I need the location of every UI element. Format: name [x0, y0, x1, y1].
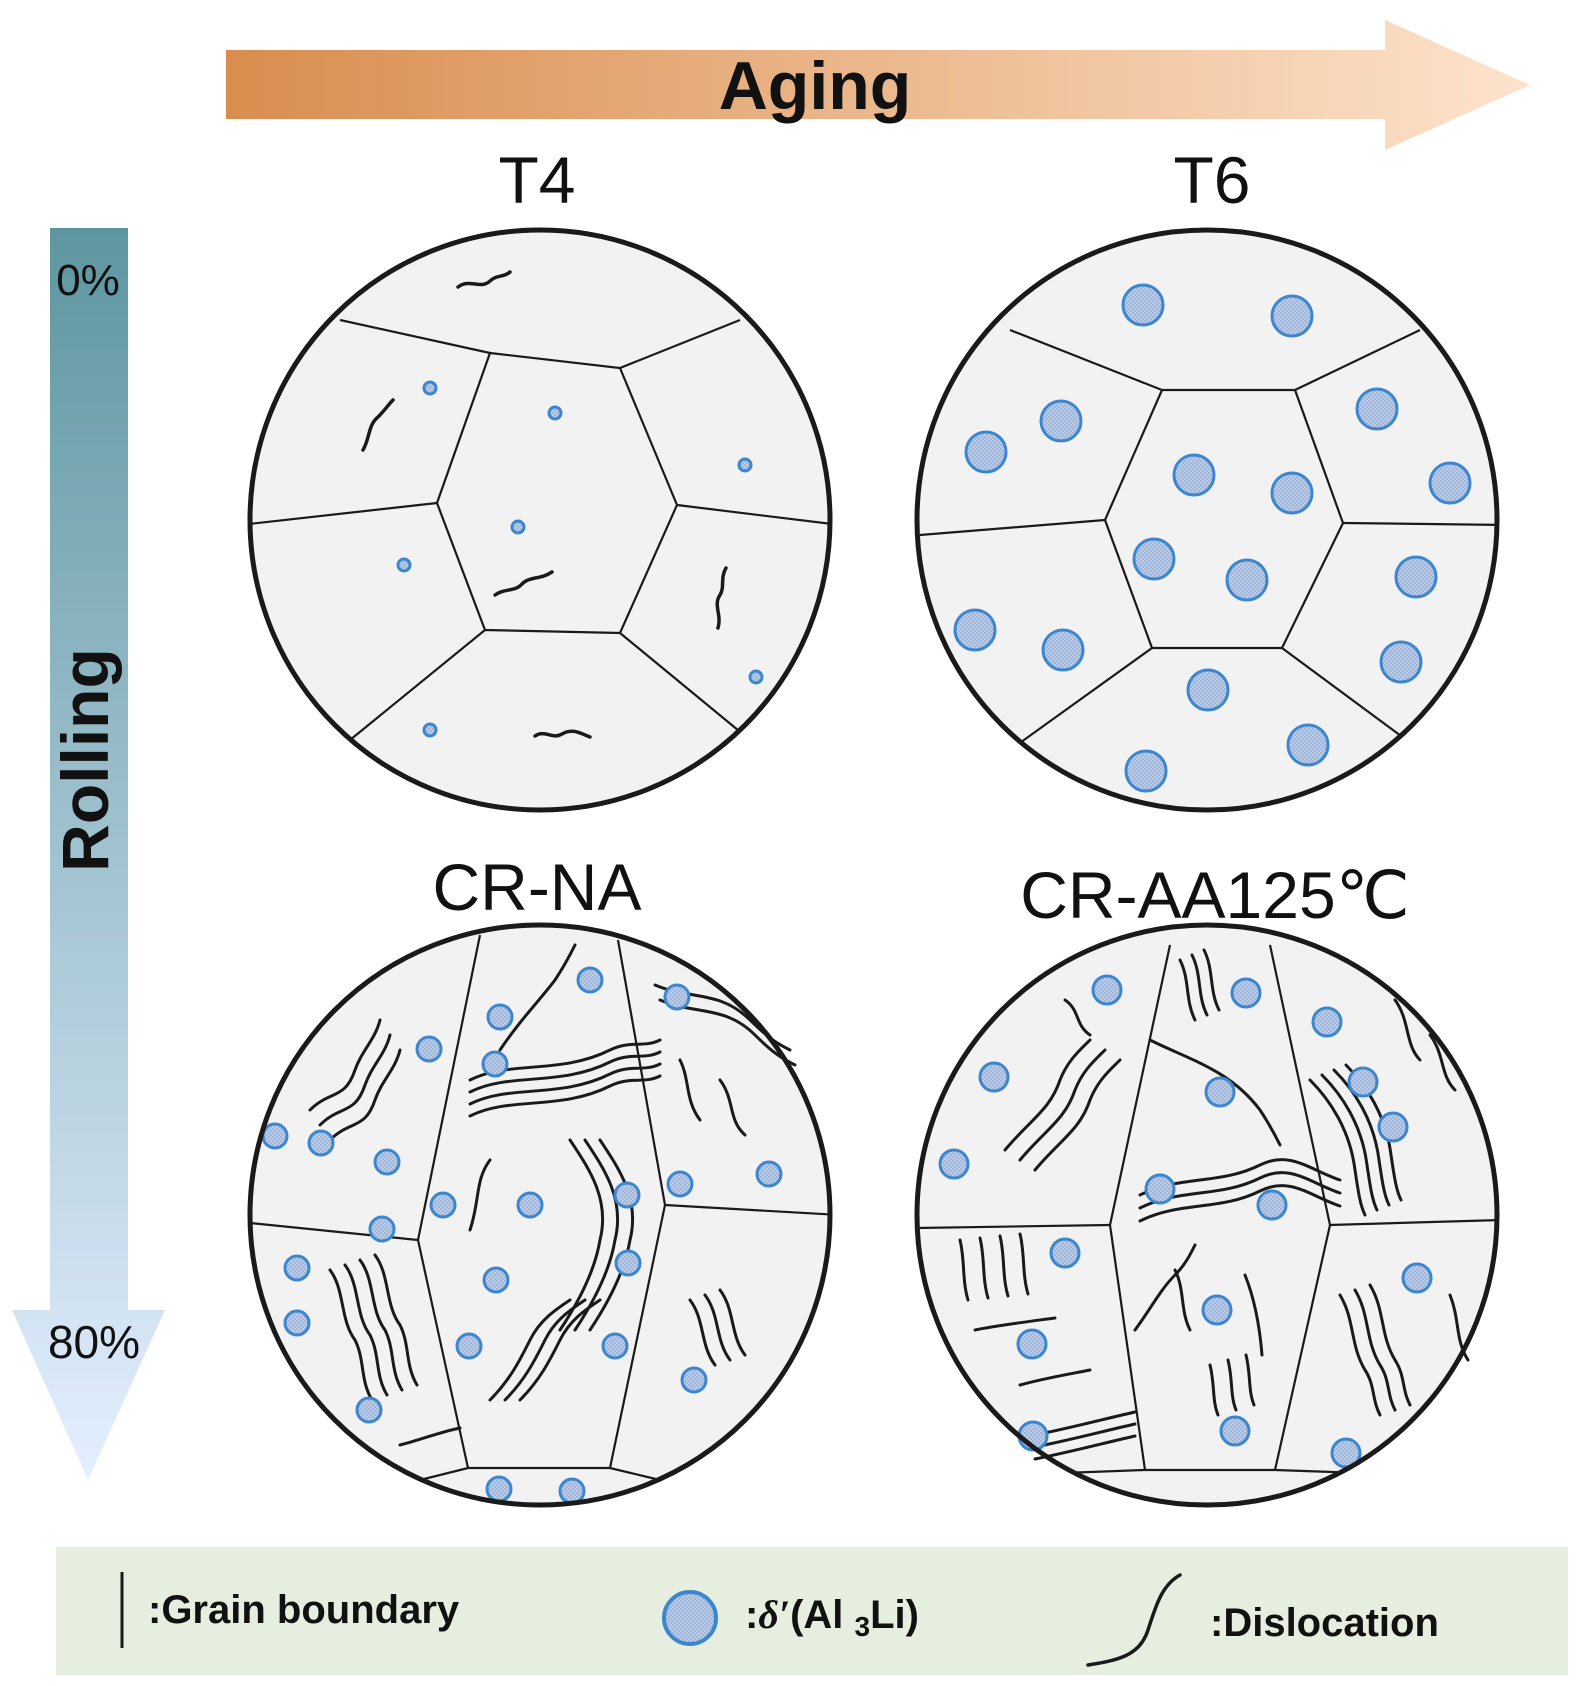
rolling-label: Rolling	[48, 648, 122, 872]
panel-cr-aa	[914, 922, 1500, 1508]
panel-t6-precipitates	[953, 283, 1472, 793]
panel-cr-aa-outline	[914, 922, 1500, 1508]
panel-t4-dislocations	[361, 270, 728, 739]
panel-t6	[914, 227, 1500, 813]
panel-t4-outline	[247, 227, 833, 813]
legend: :Grain boundary :δ′(Al 3Li) :Dislocation	[56, 1547, 1568, 1675]
panel-cr-na-outline	[247, 922, 833, 1508]
panel-t4-grain-boundaries	[250, 318, 830, 741]
panel-t6-grain-boundaries	[919, 328, 1497, 751]
panel-t4	[247, 227, 833, 813]
aging-arrow: Aging	[226, 20, 1530, 150]
panel-cr-aa-dislocations	[958, 948, 1470, 1461]
panel-cr-na-dislocations	[308, 943, 797, 1447]
legend-background	[56, 1547, 1568, 1675]
rolling-start-label: 0%	[56, 256, 120, 305]
panel-t6-disc	[917, 230, 1497, 810]
panel-t4-precipitates	[396, 380, 764, 738]
panel-cr-aa-precipitates	[938, 974, 1433, 1469]
legend-label-grain-boundary: :Grain boundary	[148, 1588, 460, 1632]
panel-label-cr-aa: CR-AA125℃	[1020, 858, 1410, 932]
aging-arrow-shape	[226, 20, 1530, 150]
panel-label-cr-na: CR-NA	[433, 850, 642, 924]
panel-cr-na	[247, 922, 833, 1508]
rolling-arrow: 0% Rolling 80%	[12, 228, 165, 1480]
panel-label-t4: T4	[498, 143, 575, 217]
aging-label: Aging	[719, 48, 912, 124]
panel-cr-na-precipitates	[261, 966, 783, 1505]
legend-label-dislocation: :Dislocation	[1210, 1601, 1439, 1645]
legend-label-precipitate: :δ′(Al 3Li)	[745, 1592, 919, 1642]
rolling-arrow-shape	[12, 228, 165, 1480]
dislocation-curve-icon	[1086, 1573, 1182, 1667]
panel-label-t6: T6	[1173, 143, 1250, 217]
panel-t4-disc	[250, 230, 830, 810]
precipitate-circle-icon	[662, 1590, 718, 1646]
panel-t6-outline	[914, 227, 1500, 813]
rolling-end-label: 80%	[48, 1316, 140, 1368]
